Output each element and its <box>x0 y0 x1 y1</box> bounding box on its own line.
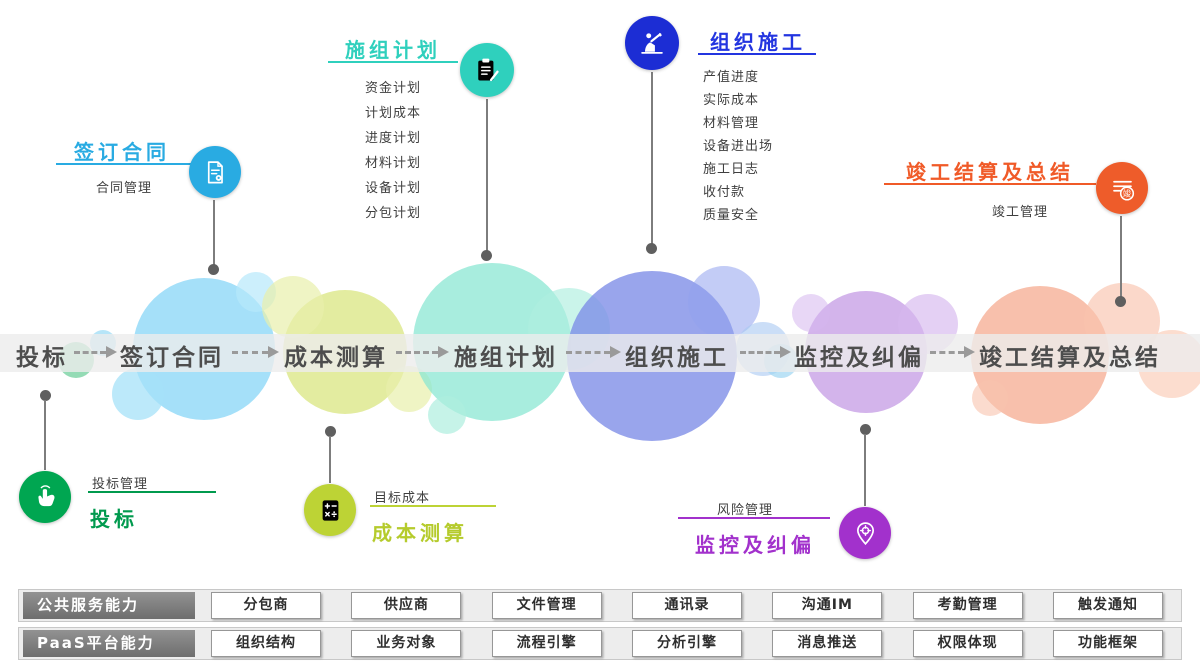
connector-line <box>1120 216 1122 298</box>
stage-cost-estimate: 成本测算 <box>284 345 388 371</box>
public-services-header: 公共服务能力 <box>23 592 195 619</box>
stage-build: 组织施工 <box>625 345 729 371</box>
service-box: 沟通IM <box>772 592 883 619</box>
stage-bid: 投标 <box>16 345 68 371</box>
build-item: 质量安全 <box>703 208 760 223</box>
clipboard-plan-icon <box>460 43 514 97</box>
connector-dot <box>481 250 492 261</box>
connector-line <box>213 200 215 265</box>
bid-hand-icon <box>19 471 71 523</box>
bid-subtitle: 投标管理 <box>92 477 149 492</box>
flow-arrow <box>396 346 449 358</box>
service-box: 考勤管理 <box>912 592 1023 619</box>
build-item: 施工日志 <box>703 162 760 177</box>
paas-platform-header: PaaS平台能力 <box>23 630 195 657</box>
cost-title: 成本测算 <box>372 521 468 545</box>
platform-box: 权限体现 <box>912 630 1023 657</box>
sign-contract-underline <box>56 163 192 165</box>
connector-line <box>44 400 46 470</box>
plan-item: 设备计划 <box>364 181 421 196</box>
sign-contract-subtitle: 合同管理 <box>95 181 152 196</box>
plan-underline <box>328 61 458 63</box>
bid-underline <box>88 491 216 493</box>
plan-item: 计划成本 <box>364 106 421 121</box>
completion-document-icon: 竣 <box>1096 162 1148 214</box>
platform-box: 消息推送 <box>772 630 883 657</box>
construction-worker-icon <box>625 16 679 70</box>
plan-item: 进度计划 <box>364 131 421 146</box>
connector-dot <box>1115 296 1126 307</box>
stage-completion: 竣工结算及总结 <box>979 345 1161 371</box>
monitor-title: 监控及纠偏 <box>695 533 815 557</box>
build-item: 实际成本 <box>703 93 760 108</box>
platform-box: 功能框架 <box>1052 630 1163 657</box>
bubble <box>792 294 830 332</box>
cost-subtitle: 目标成本 <box>374 491 431 506</box>
cost-underline <box>370 505 496 507</box>
service-box: 文件管理 <box>491 592 602 619</box>
bubble <box>428 396 466 434</box>
connector-line <box>329 436 331 483</box>
platform-box: 组织结构 <box>211 630 321 657</box>
service-box: 供应商 <box>351 592 462 619</box>
connector-dot <box>208 264 219 275</box>
connector-line <box>864 434 866 506</box>
completion-underline <box>884 183 1096 185</box>
flow-arrow <box>74 346 117 358</box>
flow-arrow <box>566 346 621 358</box>
public-services-row: 公共服务能力 分包商 供应商 文件管理 通讯录 沟通IM 考勤管理 触发通知 <box>18 589 1182 622</box>
plan-item: 材料计划 <box>364 156 421 171</box>
connector-dot <box>860 424 871 435</box>
connector-dot <box>325 426 336 437</box>
stage-plan: 施组计划 <box>454 345 558 371</box>
bubble <box>262 276 324 338</box>
service-box: 触发通知 <box>1052 592 1163 619</box>
connector-line <box>486 99 488 251</box>
plan-item: 分包计划 <box>364 206 421 221</box>
build-item: 收付款 <box>703 185 746 200</box>
build-item: 材料管理 <box>703 116 760 131</box>
platform-box: 流程引擎 <box>491 630 602 657</box>
connector-dot <box>40 390 51 401</box>
completion-title: 竣工结算及总结 <box>906 160 1074 184</box>
bubble <box>112 368 164 420</box>
monitor-subtitle: 风险管理 <box>716 503 773 518</box>
flow-arrow <box>930 346 975 358</box>
contract-document-icon <box>189 146 241 198</box>
platform-box: 分析引擎 <box>631 630 742 657</box>
target-pin-icon <box>839 507 891 559</box>
calculator-icon <box>304 484 356 536</box>
bubble <box>972 380 1008 416</box>
connector-line <box>651 72 653 244</box>
plan-item: 资金计划 <box>364 81 421 96</box>
build-item: 设备进出场 <box>703 139 774 154</box>
paas-platform-row: PaaS平台能力 组织结构 业务对象 流程引擎 分析引擎 消息推送 权限体现 功… <box>18 627 1182 660</box>
build-item-list: 产值进度 实际成本 材料管理 设备进出场 施工日志 收付款 质量安全 <box>703 66 773 227</box>
plan-item-list: 资金计划 计划成本 进度计划 材料计划 设备计划 分包计划 <box>328 76 458 226</box>
sign-contract-title: 签订合同 <box>74 140 170 164</box>
service-box: 分包商 <box>211 592 321 619</box>
flow-arrow <box>232 346 279 358</box>
bid-title: 投标 <box>90 507 138 531</box>
monitor-underline <box>678 517 830 519</box>
platform-box: 业务对象 <box>351 630 462 657</box>
connector-dot <box>646 243 657 254</box>
completion-badge-glyph: 竣 <box>1122 188 1131 198</box>
public-services-items: 分包商 供应商 文件管理 通讯录 沟通IM 考勤管理 触发通知 <box>195 592 1181 619</box>
service-box: 通讯录 <box>631 592 742 619</box>
paas-platform-items: 组织结构 业务对象 流程引擎 分析引擎 消息推送 权限体现 功能框架 <box>195 630 1181 657</box>
build-item: 产值进度 <box>703 70 760 85</box>
flow-arrow <box>740 346 791 358</box>
stage-monitor: 监控及纠偏 <box>794 345 924 371</box>
completion-subtitle: 竣工管理 <box>991 205 1048 220</box>
build-underline <box>698 53 816 55</box>
stage-sign-contract: 签订合同 <box>120 345 224 371</box>
build-title: 组织施工 <box>710 30 806 54</box>
plan-title: 施组计划 <box>345 38 441 62</box>
